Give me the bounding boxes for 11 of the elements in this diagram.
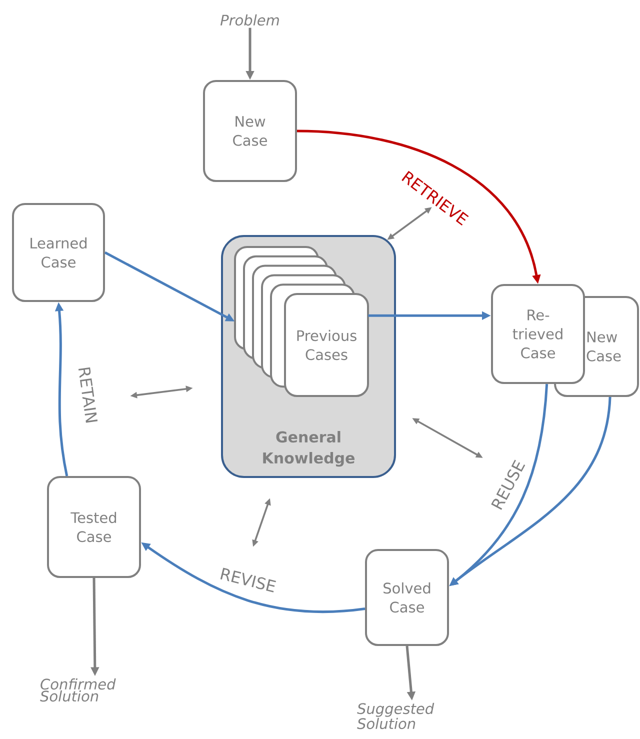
output-label: Suggested Solution xyxy=(357,702,434,730)
input-label: Problem xyxy=(220,14,279,26)
edge-label: RETAIN xyxy=(78,367,98,423)
card-stack: Previous Cases xyxy=(234,246,369,397)
case-box: Learned Case xyxy=(12,203,105,302)
case-box: Tested Case xyxy=(47,476,141,578)
edge-label: REVISE xyxy=(220,568,276,592)
case-box: Solved Case xyxy=(365,549,449,646)
case-box: New Case xyxy=(203,80,297,182)
output-label: Confirmed Solution xyxy=(40,678,116,702)
case-box: Re- trieved Case xyxy=(491,284,585,384)
